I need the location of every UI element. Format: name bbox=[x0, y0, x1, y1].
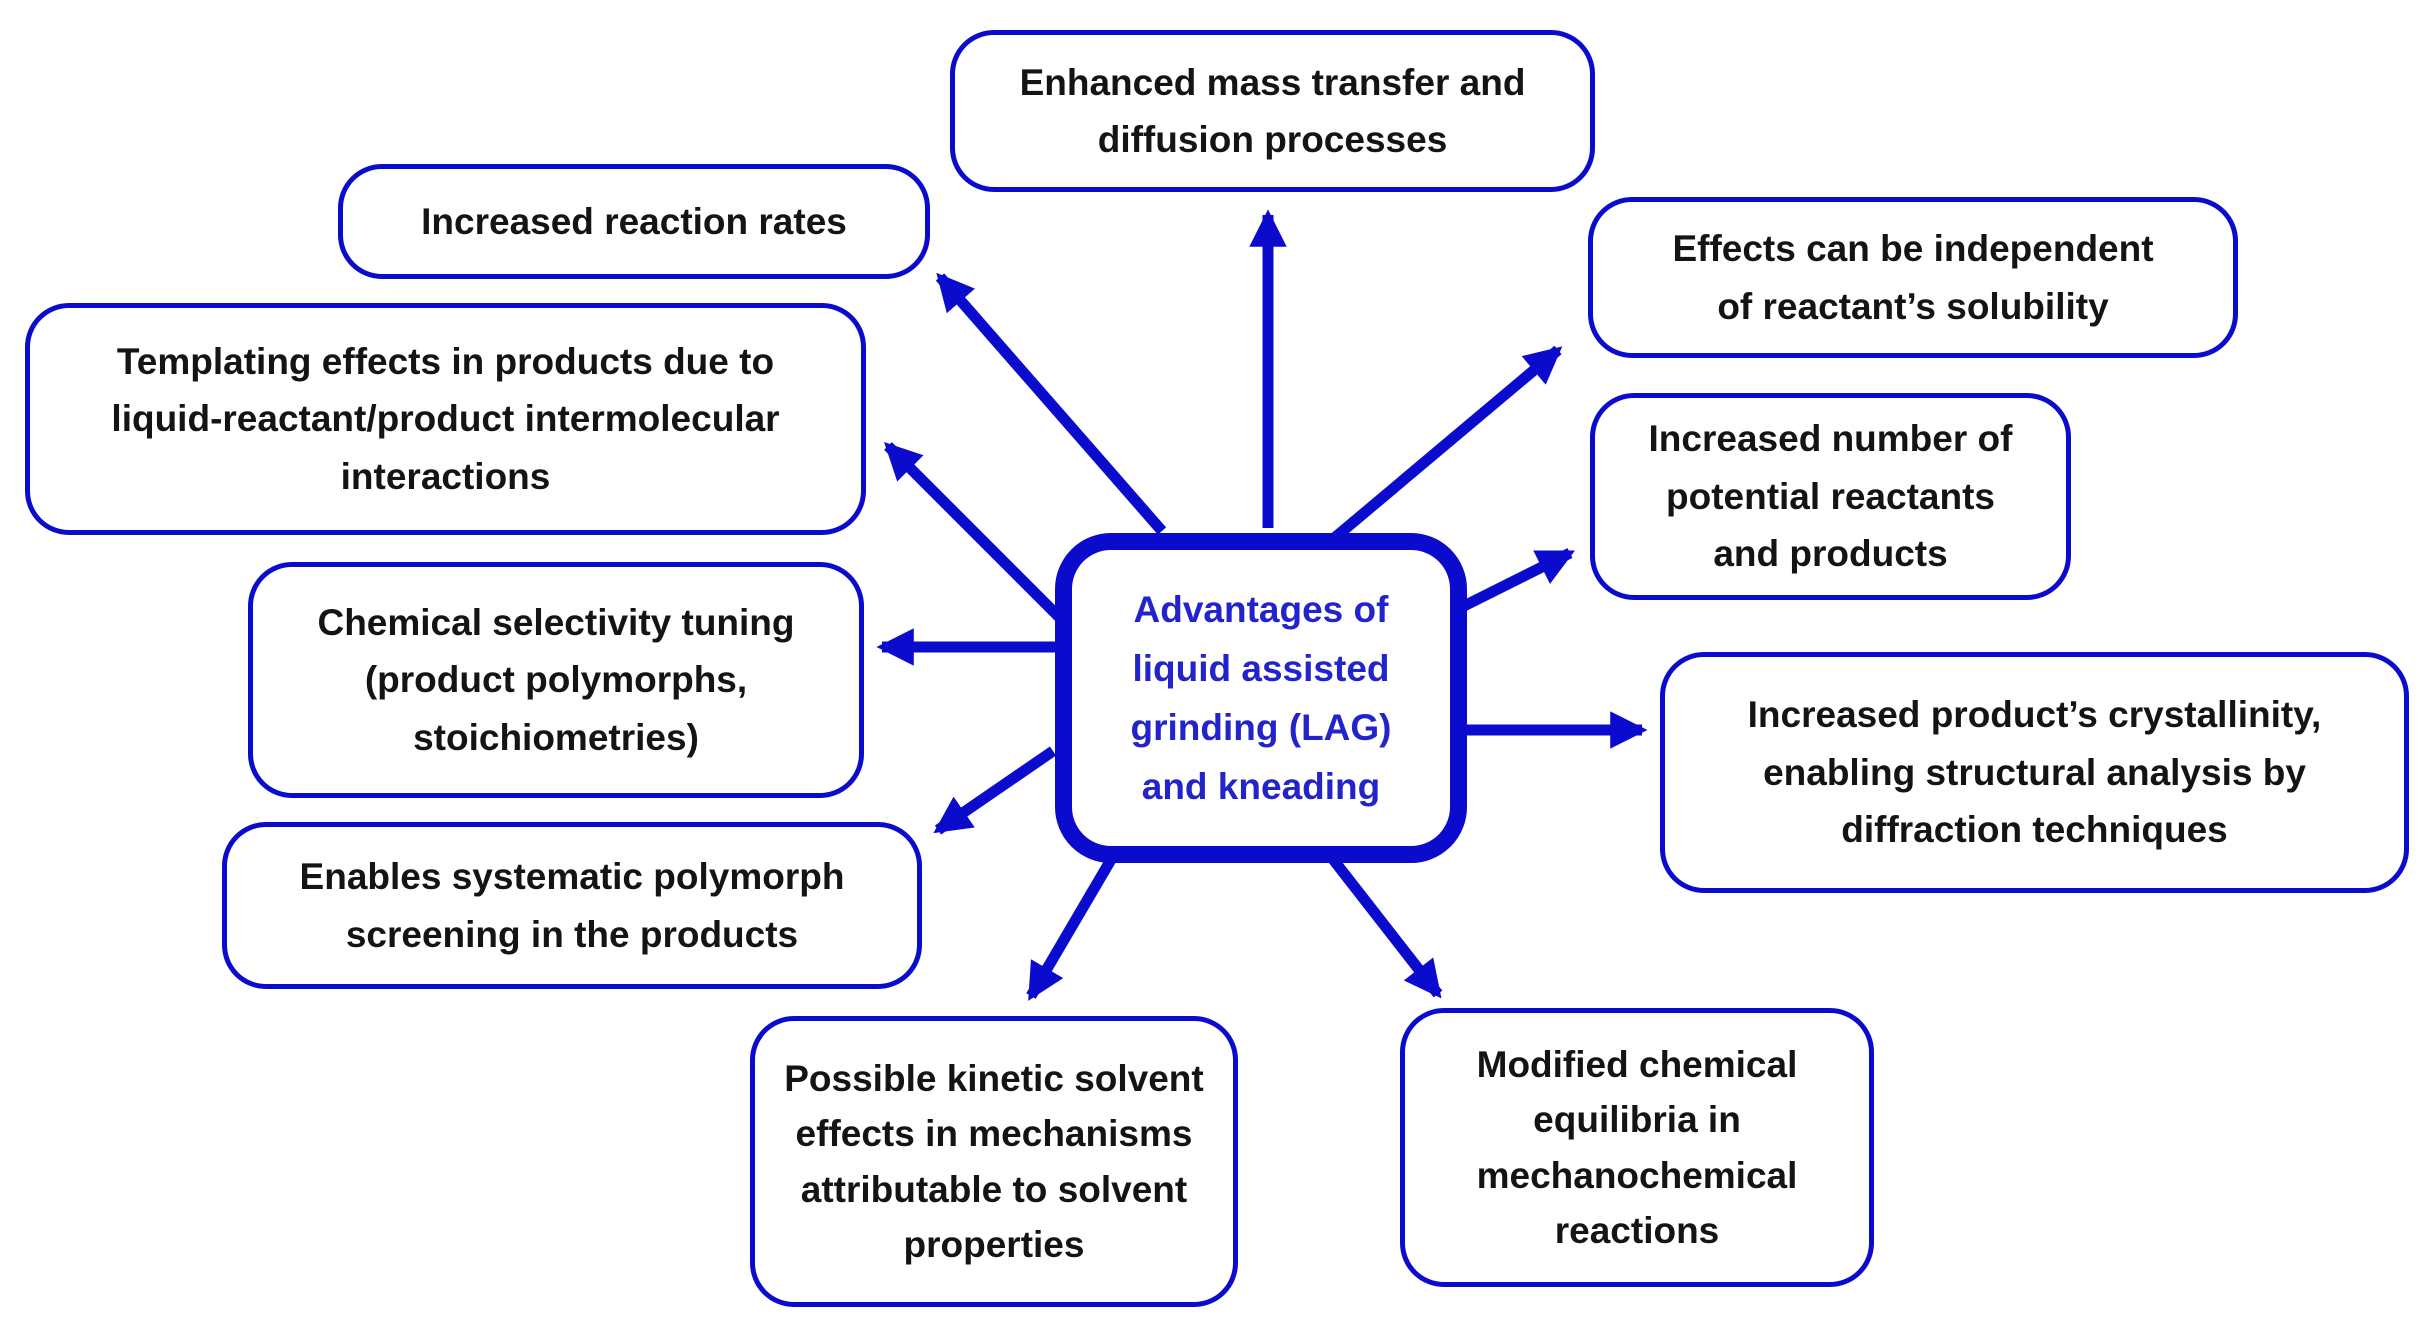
node-label-enhanced-mass-transfer: Enhanced mass transfer and diffusion pro… bbox=[1019, 61, 1526, 160]
node-label-increased-number: Increased number of potential reactants … bbox=[1648, 418, 2013, 575]
node-label-templating-effects: Templating effects in products due to li… bbox=[111, 340, 780, 497]
arrow-kinetic bbox=[1026, 855, 1117, 1001]
arrow-templating bbox=[884, 442, 1064, 622]
node-box-effects-independent: Effects can be independent of reactant’s… bbox=[1588, 197, 2238, 358]
node-label-modified-equilibria: Modified chemical equilibria in mechanoc… bbox=[1476, 1043, 1798, 1252]
arrow-effects bbox=[1328, 345, 1563, 545]
node-label-increased-crystallinity: Increased product’s crystallinity, enabl… bbox=[1747, 694, 2322, 851]
node-box-polymorph-screening: Enables systematic polymorph screening i… bbox=[222, 822, 922, 989]
center-label: Advantages of liquid assisted grinding (… bbox=[1130, 588, 1392, 808]
node-box-increased-reaction-rates: Increased reaction rates bbox=[338, 164, 930, 279]
center-box: Advantages of liquid assisted grinding (… bbox=[1055, 533, 1467, 863]
arrow-screening bbox=[933, 746, 1057, 835]
node-box-enhanced-mass-transfer: Enhanced mass transfer and diffusion pro… bbox=[950, 30, 1595, 192]
arrow-modified bbox=[1327, 854, 1443, 999]
node-box-selectivity-tuning: Chemical selectivity tuning (product pol… bbox=[248, 562, 864, 798]
arrow-number bbox=[1453, 548, 1576, 615]
node-box-increased-crystallinity: Increased product’s crystallinity, enabl… bbox=[1660, 652, 2409, 893]
node-label-effects-independent: Effects can be independent of reactant’s… bbox=[1672, 228, 2154, 327]
node-box-modified-equilibria: Modified chemical equilibria in mechanoc… bbox=[1400, 1008, 1874, 1287]
node-box-increased-number: Increased number of potential reactants … bbox=[1590, 393, 2071, 600]
node-box-templating-effects: Templating effects in products due to li… bbox=[25, 303, 866, 535]
node-label-selectivity-tuning: Chemical selectivity tuning (product pol… bbox=[317, 601, 795, 758]
node-label-polymorph-screening: Enables systematic polymorph screening i… bbox=[299, 856, 845, 955]
node-label-increased-reaction-rates: Increased reaction rates bbox=[421, 200, 847, 242]
node-label-kinetic-solvent-effects: Possible kinetic solvent effects in mech… bbox=[784, 1057, 1204, 1266]
arrow-rates bbox=[935, 272, 1167, 535]
node-box-kinetic-solvent-effects: Possible kinetic solvent effects in mech… bbox=[750, 1016, 1238, 1307]
